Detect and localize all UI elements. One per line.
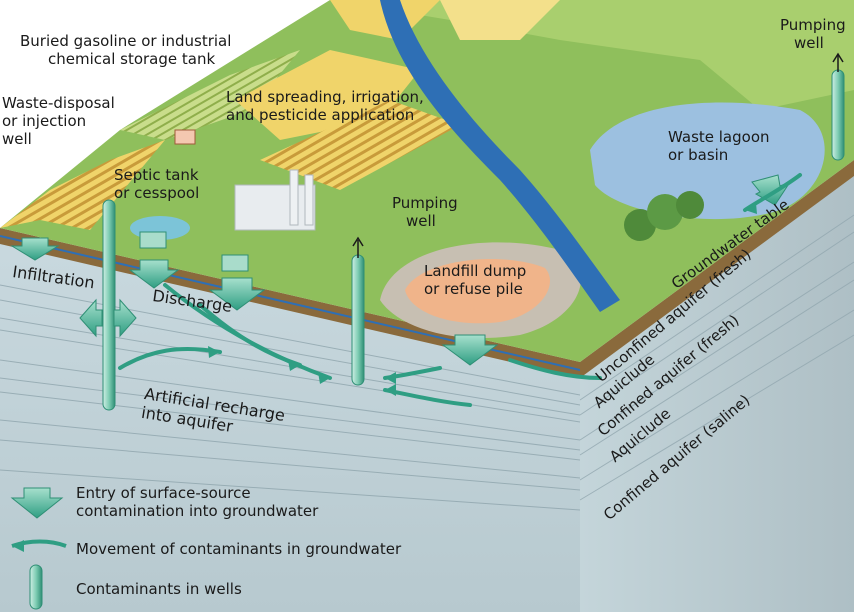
label-pumping-well-right: Pumping well: [780, 16, 846, 52]
legend-well-icon: [29, 564, 43, 610]
legend-entry-line-1: Entry of surface-source: [76, 484, 251, 502]
label-buried-tank-line-2: chemical storage tank: [48, 50, 216, 68]
label-waste-lagoon-line-2: or basin: [668, 146, 729, 164]
right-face: [579, 160, 854, 612]
legend-entry-arrow-icon: [10, 487, 64, 519]
label-pumping-well-right-line-2: well: [794, 34, 824, 52]
label-septic: Septic tank or cesspool: [114, 166, 199, 202]
label-land-spreading: Land spreading, irrigation, and pesticid…: [226, 88, 424, 124]
land-surface: [0, 0, 854, 362]
buried-storage-tank: [221, 254, 249, 272]
label-landfill: Landfill dump or refuse pile: [424, 262, 526, 298]
label-waste-disposal-line-1: Waste-disposal: [2, 94, 115, 112]
movement-arrowheads: [208, 203, 757, 396]
label-buried-tank: Buried gasoline or industrial chemical s…: [20, 32, 231, 68]
label-septic-line-2: or cesspool: [114, 184, 200, 202]
label-pumping-well-right-line-1: Pumping: [780, 16, 846, 34]
movement-arrows: [118, 173, 802, 407]
label-waste-disposal-line-2: or injection: [2, 112, 87, 130]
entry-arrows: [10, 174, 792, 366]
legend-wells-text: Contaminants in wells: [76, 580, 242, 598]
label-waste-lagoon-line-1: Waste lagoon: [668, 128, 770, 146]
septic-tank: [139, 231, 167, 249]
label-waste-lagoon: Waste lagoon or basin: [668, 128, 770, 164]
legend-movement-arrow-icon: [11, 539, 67, 552]
label-landfill-line-1: Landfill dump: [424, 262, 527, 280]
pumping-well-mid: [351, 236, 365, 386]
label-landfill-line-2: or refuse pile: [424, 280, 523, 298]
label-waste-disposal: Waste-disposal or injection well: [2, 94, 115, 148]
lateral-arrows: [79, 298, 137, 338]
label-waste-disposal-line-3: well: [2, 130, 32, 148]
label-land-spreading-line-1: Land spreading, irrigation,: [226, 88, 424, 106]
legend-entry-text: Entry of surface-source contamination in…: [76, 484, 318, 520]
label-buried-tank-line-1: Buried gasoline or industrial: [20, 32, 232, 50]
label-pumping-well-mid: Pumping well: [392, 194, 458, 230]
label-pumping-well-mid-line-2: well: [406, 212, 436, 230]
waste-disposal-well: [102, 199, 116, 411]
label-septic-line-1: Septic tank: [114, 166, 199, 184]
label-pumping-well-mid-line-1: Pumping: [392, 194, 458, 212]
legend-entry-line-2: contamination into groundwater: [76, 502, 319, 520]
legend-movement-text: Movement of contaminants in groundwater: [76, 540, 402, 558]
pumping-well-right: [831, 52, 845, 161]
label-land-spreading-line-2: and pesticide application: [226, 106, 415, 124]
